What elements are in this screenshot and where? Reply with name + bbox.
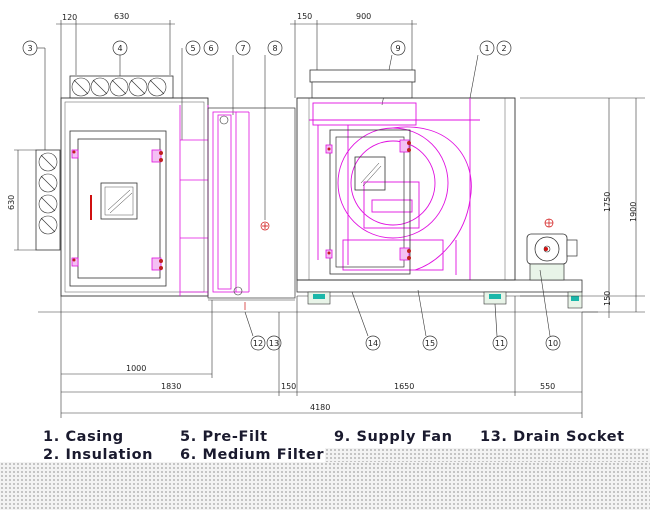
dotted-overlay xyxy=(0,462,650,510)
dim-1000: 1000 xyxy=(126,364,146,373)
callout-5-label: 5 xyxy=(190,44,195,53)
callout-15-label: 15 xyxy=(425,339,435,348)
motor xyxy=(526,218,578,281)
dim-150-bottom: 150 xyxy=(281,382,296,391)
dim-120: 120 xyxy=(62,13,77,22)
legend-item-casing: 1. Casing xyxy=(43,429,124,445)
callout-5: 5 xyxy=(181,40,201,140)
dim-630-side: 630 xyxy=(7,195,16,210)
dim-1750: 1750 xyxy=(603,192,612,212)
legend-item-drain-socket: 13. Drain Socket xyxy=(480,429,625,445)
callout-13: 13 xyxy=(266,335,282,351)
callout-12-label: 12 xyxy=(253,339,263,348)
left-section: 630 xyxy=(7,75,209,297)
fan-section xyxy=(296,69,583,309)
callout-2: 2 xyxy=(496,40,512,56)
dim-4180: 4180 xyxy=(310,403,330,412)
dim-1900: 1900 xyxy=(629,202,638,222)
callout-15: 15 xyxy=(417,289,438,351)
callout-14-label: 14 xyxy=(368,339,378,348)
dim-900: 900 xyxy=(356,12,371,21)
filter-section xyxy=(179,105,296,299)
callout-6: 6 xyxy=(203,40,219,56)
dim-550: 550 xyxy=(540,382,555,391)
callout-13-label: 13 xyxy=(269,339,279,348)
right-dimension-lines xyxy=(520,97,645,318)
callout-8: 8 xyxy=(264,40,283,220)
callout-11: 11 xyxy=(492,303,508,351)
dim-1830: 1830 xyxy=(161,382,181,391)
callout-1-label: 1 xyxy=(484,44,489,53)
callout-11-label: 11 xyxy=(495,339,505,348)
dim-630-top: 630 xyxy=(114,12,129,21)
callout-14: 14 xyxy=(351,291,381,351)
dim-150-right: 150 xyxy=(603,291,612,306)
callout-10: 10 xyxy=(539,269,561,351)
dotted-overlay-upper xyxy=(325,448,650,462)
legend-item-pre-filter: 5. Pre-Filt xyxy=(180,429,268,445)
callout-1: 1 xyxy=(469,40,495,99)
callout-7: 7 xyxy=(232,40,251,115)
callout-6-label: 6 xyxy=(208,44,213,53)
bottom-dimension-lines xyxy=(60,296,583,418)
callout-3-label: 3 xyxy=(27,44,32,53)
dim-150-top: 150 xyxy=(297,12,312,21)
legend-item-insulation: 2. Insulation xyxy=(43,447,154,463)
callout-3: 3 xyxy=(22,40,46,150)
callout-9-label: 9 xyxy=(395,44,400,53)
callout-8-label: 8 xyxy=(272,44,277,53)
callout-4-label: 4 xyxy=(117,44,122,53)
top-dimension-lines xyxy=(56,20,417,98)
callout-10-label: 10 xyxy=(548,339,558,348)
legend-item-supply-fan: 9. Supply Fan xyxy=(334,429,453,445)
callout-4: 4 xyxy=(112,40,128,76)
callout-2-label: 2 xyxy=(501,44,506,53)
legend-item-medium-filter: 6. Medium Filter xyxy=(180,447,325,463)
dim-1650: 1650 xyxy=(394,382,414,391)
callout-12: 12 xyxy=(244,311,266,351)
callout-7-label: 7 xyxy=(240,44,245,53)
